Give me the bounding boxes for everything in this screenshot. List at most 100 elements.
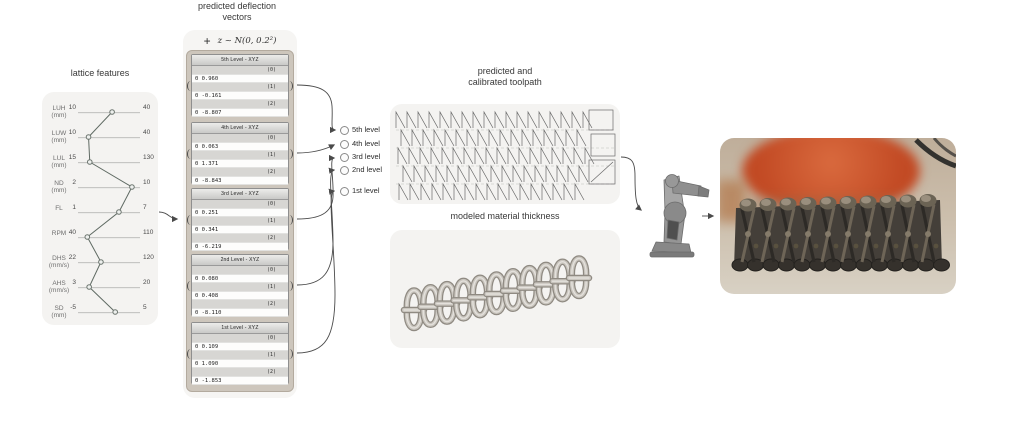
- feature-max-value: 20: [143, 279, 151, 286]
- feature-axis-line: [78, 262, 140, 263]
- gh-index-row: (0): [192, 200, 288, 208]
- flow-arrow-level1: [296, 188, 336, 354]
- feature-name: RPM: [51, 229, 67, 237]
- feature-unit: (mm): [51, 161, 67, 169]
- flow-arrow-level2: [296, 167, 336, 286]
- feature-label: SD(mm): [44, 305, 74, 319]
- gh-index-row: (2): [192, 300, 288, 308]
- feature-marker: [116, 209, 122, 215]
- gh-output-connector: [286, 81, 293, 91]
- gh-value-row: 0 -0.161: [192, 91, 288, 100]
- lattice-polyline-svg: [84, 109, 135, 315]
- gh-index-row: (1): [192, 83, 288, 91]
- lattice-features-title: lattice features: [70, 68, 130, 78]
- deflection-panel: + z ~ N(0, 0.2²) 5th Level - XYZ(0)0 0.9…: [183, 30, 297, 398]
- port-circle-icon: [340, 139, 349, 149]
- gh-output-connector: [286, 349, 293, 359]
- port-circle-icon: [340, 152, 349, 162]
- gh-index-row: (0): [192, 66, 288, 74]
- feature-unit: (mm/s): [48, 261, 70, 269]
- feature-min-value: 22: [68, 254, 76, 261]
- feature-axis-line: [78, 162, 140, 163]
- gh-index-row: (2): [192, 168, 288, 176]
- port-label: 5th level: [352, 125, 380, 134]
- feature-name: LUW: [51, 129, 67, 137]
- port-circle-icon: [340, 165, 349, 175]
- gh-value-row: 0 0.251: [192, 208, 288, 217]
- flow-arrow-lattice-to-deflection: [158, 211, 179, 223]
- feature-axis-line: [78, 237, 140, 238]
- feature-label: DHS(mm/s): [44, 255, 74, 269]
- feature-max-value: 40: [143, 104, 151, 111]
- gh-index-row: (1): [192, 151, 288, 159]
- feature-max-value: 130: [143, 154, 154, 161]
- printed-lattice-texture: [731, 138, 956, 272]
- gh-input-connector: [187, 349, 194, 359]
- toolpath-drawing: [395, 109, 616, 201]
- flow-arrow-level3: [296, 154, 336, 220]
- toolpath-title-line2: calibrated toolpath: [468, 77, 542, 87]
- feature-max-value: 7: [143, 204, 147, 211]
- gh-value-row: 0 1.090: [192, 359, 288, 368]
- noise-distribution: z ~ N(0, 0.2²): [217, 36, 277, 46]
- printed-result-photo: [720, 138, 956, 294]
- feature-name: ND: [54, 179, 64, 187]
- gh-value-row: 0 0.109: [192, 342, 288, 351]
- gh-index-row: (0): [192, 334, 288, 342]
- feature-max-value: 5: [143, 304, 147, 311]
- feature-name: SD: [54, 304, 64, 312]
- gh-value-row: 0 0.960: [192, 74, 288, 83]
- gh-value-row: 0 0.063: [192, 142, 288, 151]
- port-label: 1st level: [352, 186, 380, 195]
- feature-name: LUL: [53, 154, 65, 162]
- gh-output-connector: [286, 149, 293, 159]
- feature-min-value: 10: [68, 129, 76, 136]
- port-label: 4th level: [352, 139, 380, 148]
- gh-level-header: 1st Level - XYZ: [192, 323, 288, 334]
- feature-name: DHS: [52, 254, 66, 262]
- port-label: 3rd level: [352, 152, 381, 161]
- material-title: modeled material thickness: [450, 211, 560, 221]
- robot-arm-icon: [649, 174, 710, 258]
- gh-value-row: 0 1.371: [192, 159, 288, 168]
- feature-marker: [84, 234, 91, 240]
- gh-output-connector: [286, 281, 293, 291]
- feature-max-value: 120: [143, 254, 154, 261]
- feature-max-value: 40: [143, 129, 151, 136]
- feature-label: RPM: [44, 230, 74, 237]
- feature-unit: (mm): [51, 186, 67, 194]
- gh-level-header: 2nd Level - XYZ: [192, 255, 288, 266]
- feature-axis-line: [78, 312, 140, 313]
- gh-index-row: (2): [192, 368, 288, 376]
- gh-level-header: 5th Level - XYZ: [192, 55, 288, 66]
- port-circle-icon: [340, 186, 349, 196]
- material-thickness-panel: [390, 230, 620, 348]
- gh-level-panel: 2nd Level - XYZ(0)0 0.080(1)0 0.408(2)0 …: [187, 254, 293, 317]
- gh-index-row: (0): [192, 134, 288, 142]
- feature-unit: (mm): [51, 311, 67, 319]
- plus-operator: +: [203, 34, 211, 48]
- feature-label: AHS(mm/s): [44, 280, 74, 294]
- noise-formula: + z ~ N(0, 0.2²): [183, 34, 297, 48]
- gh-value-row: 0 -8.807: [192, 108, 288, 117]
- gh-value-row: 0 0.080: [192, 274, 288, 283]
- deflection-title-line1: predicted deflection: [197, 1, 277, 11]
- feature-label: LUH(mm): [44, 105, 74, 119]
- gh-level-panel: 5th Level - XYZ(0)0 0.960(1)0 -0.161(2)0…: [187, 54, 293, 117]
- feature-label: LUL(mm): [44, 155, 74, 169]
- gh-index-row: (1): [192, 217, 288, 225]
- feature-axis-line: [78, 137, 140, 138]
- deflection-title: predicted deflection vectors: [168, 1, 306, 23]
- port-circle-icon: [340, 125, 349, 135]
- gh-value-row: 0 0.408: [192, 291, 288, 300]
- feature-max-value: 10: [143, 179, 151, 186]
- feature-max-value: 110: [143, 229, 154, 236]
- toolpath-panel: [390, 104, 620, 204]
- feature-marker: [129, 184, 135, 190]
- gh-level-header: 4th Level - XYZ: [192, 123, 288, 134]
- gh-level-header: 3rd Level - XYZ: [192, 189, 288, 200]
- feature-label: LUW(mm): [44, 130, 74, 144]
- feature-min-value: -5: [70, 304, 76, 311]
- feature-min-value: 1: [72, 204, 76, 211]
